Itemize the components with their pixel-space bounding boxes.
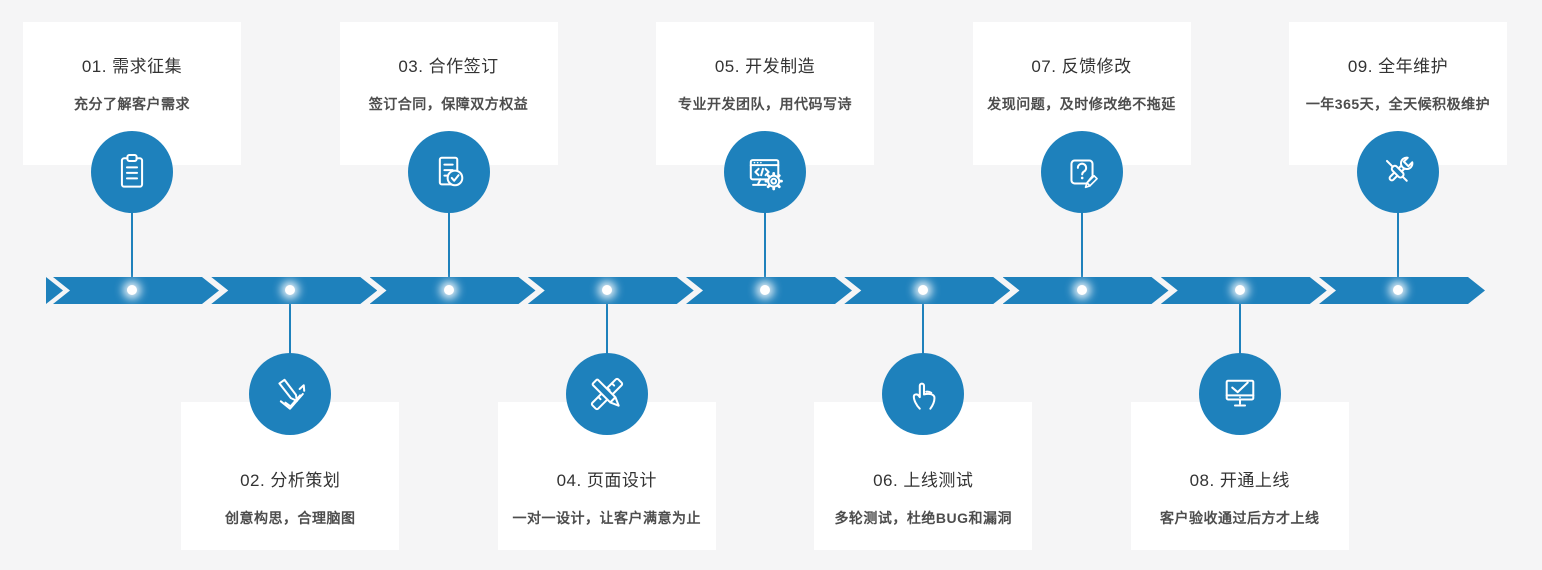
connector-line xyxy=(764,208,766,279)
step-description: 客户验收通过后方才上线 xyxy=(1160,510,1320,526)
clipboard-icon xyxy=(91,131,173,213)
step-description: 一年365天，全天候积极维护 xyxy=(1305,96,1491,112)
pencil-arrow-icon xyxy=(249,353,332,435)
connector-line xyxy=(447,208,450,279)
code-gear-icon xyxy=(724,131,806,213)
step-title: 03. 合作签订 xyxy=(398,57,499,76)
step-description: 签订合同，保障双方权益 xyxy=(368,96,529,112)
step-title: 04. 页面设计 xyxy=(556,471,657,490)
step-description: 发现问题，及时修改绝不拖延 xyxy=(987,96,1176,112)
step-description: 多轮测试，杜绝BUG和漏洞 xyxy=(834,510,1013,526)
step-card: 06. 上线测试 多轮测试，杜绝BUG和漏洞 xyxy=(814,402,1033,550)
monitor-check-icon xyxy=(1198,353,1281,435)
tap-finger-icon xyxy=(882,353,965,435)
step-title: 02. 分析策划 xyxy=(240,471,341,490)
step-description: 专业开发团队，用代码写诗 xyxy=(678,96,852,112)
connector-line xyxy=(1397,208,1399,279)
connector-line xyxy=(922,304,925,388)
connector-line xyxy=(289,304,292,388)
step-title: 08. 开通上线 xyxy=(1189,471,1290,490)
timeline-node-dot xyxy=(760,285,770,295)
step-title: 06. 上线测试 xyxy=(873,471,974,490)
contract-check-icon xyxy=(407,131,490,213)
connector-line xyxy=(1080,208,1083,279)
step-title: 09. 全年维护 xyxy=(1347,57,1449,76)
timeline-node-dot xyxy=(601,285,612,295)
timeline-node-dot xyxy=(1076,285,1087,295)
timeline-node-dot xyxy=(285,285,296,295)
timeline-node-dot xyxy=(443,285,454,295)
timeline-node-dot xyxy=(1393,285,1403,295)
question-note-icon xyxy=(1040,131,1123,213)
step-title: 05. 开发制造 xyxy=(714,57,816,76)
step-description: 一对一设计，让客户满意为止 xyxy=(512,510,701,526)
timeline-node-dot xyxy=(127,285,137,295)
connector-line xyxy=(131,208,133,279)
pencil-ruler-icon xyxy=(565,353,648,435)
step-title: 07. 反馈修改 xyxy=(1031,57,1132,76)
step-description: 充分了解客户需求 xyxy=(74,96,190,112)
step-description: 创意构思，合理脑图 xyxy=(225,510,356,526)
timeline-node-dot xyxy=(918,285,929,295)
tools-icon xyxy=(1357,131,1439,213)
connector-line xyxy=(1238,304,1241,388)
connector-line xyxy=(605,304,608,388)
step-title: 01. 需求征集 xyxy=(81,57,183,76)
timeline-node-dot xyxy=(1234,285,1245,295)
